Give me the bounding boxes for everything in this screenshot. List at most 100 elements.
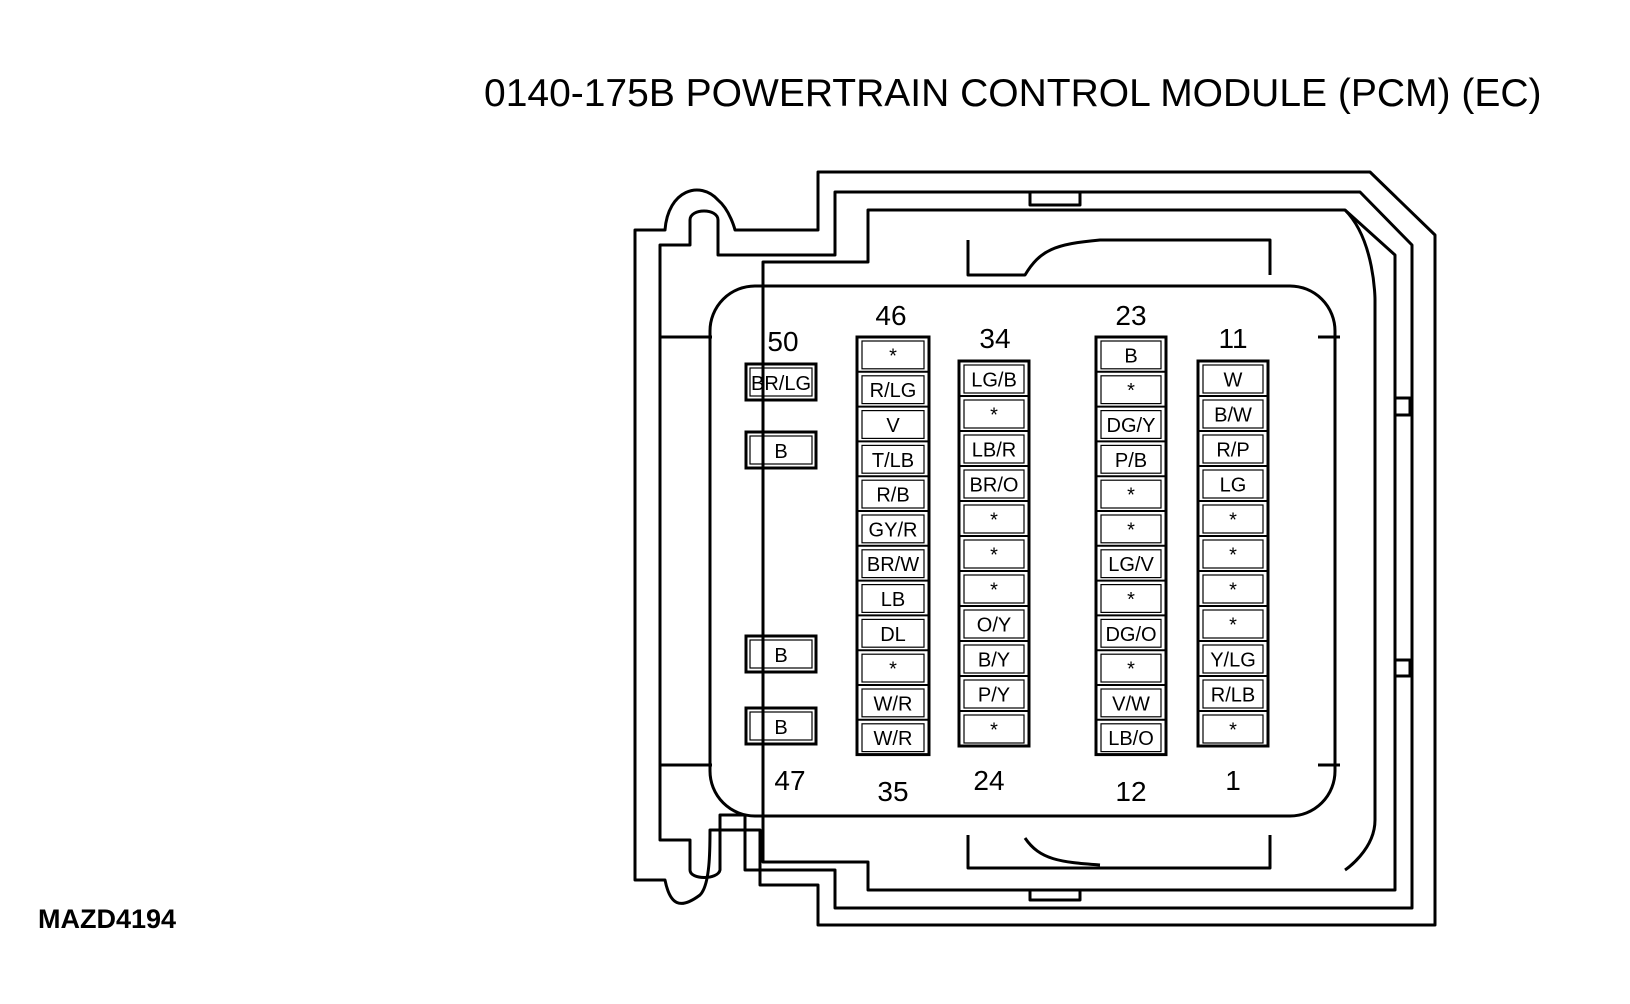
cavity-cell: [861, 583, 925, 613]
wire-color-label: V/W: [1112, 693, 1150, 715]
cavity-cell: [963, 539, 1025, 569]
cavity-number-top: 46: [875, 300, 906, 331]
wire-color-label: B: [774, 717, 787, 739]
wire-color-label: *: [990, 720, 998, 742]
wire-color-label: T/LB: [872, 450, 914, 472]
wire-color-label: *: [990, 545, 998, 567]
wire-color-label: LG: [1220, 475, 1247, 497]
cavity-cell: [963, 679, 1025, 709]
cavity-cell: [1100, 514, 1162, 544]
pin-column-col5: WB/WR/PLG****Y/LGR/LB*: [1196, 359, 1270, 748]
cavity-cell: [1202, 539, 1264, 569]
wire-color-label: LB/R: [972, 440, 1016, 462]
cavity-cell: [1100, 410, 1162, 440]
cavity-cell: [861, 340, 925, 370]
wire-color-label: B: [1124, 345, 1137, 367]
wire-color-label: *: [1127, 659, 1135, 681]
large-terminal: [744, 634, 818, 674]
cavity-cell: [963, 609, 1025, 639]
cavity-cell: [1100, 583, 1162, 613]
wire-color-label: LB/O: [1108, 728, 1154, 750]
cavity-cell: [861, 444, 925, 474]
cavity-cell: [1100, 723, 1162, 753]
wire-color-label: *: [990, 580, 998, 602]
wire-color-label: P/B: [1115, 450, 1147, 472]
wire-color-label: LB: [881, 589, 905, 611]
cavity-number-top: 50: [767, 326, 798, 357]
wire-color-label: *: [1229, 510, 1237, 532]
diagram-title: 0140-175B POWERTRAIN CONTROL MODULE (PCM…: [484, 72, 1542, 115]
cavity-cell: [1100, 618, 1162, 648]
cavity-number-bottom: 35: [877, 776, 908, 807]
cavity-number-top: 23: [1115, 300, 1146, 331]
wire-color-label: R/P: [1216, 440, 1249, 462]
cavity-cell: [861, 549, 925, 579]
wire-color-label: *: [1127, 589, 1135, 611]
large-terminal: [744, 362, 818, 402]
cavity-cell: [1100, 375, 1162, 405]
wire-color-label: *: [990, 510, 998, 532]
pin-column-col3: LG/B*LB/RBR/O***O/YB/YP/Y*: [957, 359, 1031, 748]
cavity-cell: [963, 469, 1025, 499]
wire-color-label: BR/W: [867, 554, 919, 576]
connector-housing: [633, 170, 1437, 927]
cavity-cell: [861, 653, 925, 683]
wire-color-label: R/B: [876, 485, 909, 507]
cavity-number-bottom: 12: [1115, 776, 1146, 807]
cavity-cell: [861, 723, 925, 753]
cavity-cell: [963, 364, 1025, 394]
wire-color-label: P/Y: [978, 685, 1010, 707]
wire-color-label: W/R: [874, 693, 913, 715]
cavity-cell: [1202, 679, 1264, 709]
wire-color-label: DG/Y: [1107, 415, 1156, 437]
cavity-number-top: 11: [1218, 323, 1247, 354]
large-terminal-inner: [749, 711, 813, 741]
wire-color-label: R/LB: [1211, 685, 1255, 707]
large-terminal-inner: [749, 367, 813, 397]
pin-columns: *R/LGVT/LBR/BGY/RBR/WLBDL*W/RW/RLG/B*LB/…: [744, 335, 1270, 757]
wire-color-label: *: [1229, 720, 1237, 742]
column-outline: [1196, 359, 1270, 748]
cavity-number-bottom: 24: [973, 765, 1004, 796]
cavity-cell: [963, 399, 1025, 429]
cavity-cell: [1202, 504, 1264, 534]
cavity-cell: [1100, 653, 1162, 683]
large-terminal-inner: [749, 435, 813, 465]
cavity-cell: [861, 688, 925, 718]
cavity-cell: [1202, 644, 1264, 674]
cavity-cell: [963, 574, 1025, 604]
cavity-cell: [1202, 434, 1264, 464]
wire-color-label: *: [1229, 545, 1237, 567]
wire-color-label: V: [886, 415, 900, 437]
wire-color-label: DG/O: [1105, 624, 1156, 646]
wire-color-label: GY/R: [869, 519, 918, 541]
wire-color-label: W/R: [874, 728, 913, 750]
column-outline: [957, 359, 1031, 748]
cavity-cell: [1100, 340, 1162, 370]
pin-column-col4: B*DG/YP/B**LG/V*DG/O*V/WLB/O: [1094, 335, 1168, 757]
wire-color-label: B/Y: [978, 650, 1010, 672]
cavity-cell: [963, 644, 1025, 674]
cavity-number-bottom: 47: [774, 765, 805, 796]
cavity-cell: [1202, 714, 1264, 744]
wire-color-label: *: [1127, 519, 1135, 541]
wire-color-label: *: [1127, 380, 1135, 402]
cavity-cell: [1202, 574, 1264, 604]
cavity-cell: [861, 479, 925, 509]
cavity-cell: [1100, 444, 1162, 474]
cavity-cell: [1100, 479, 1162, 509]
wire-color-label: DL: [880, 624, 906, 646]
wire-color-label: *: [1127, 485, 1135, 507]
cavity-cell: [1202, 364, 1264, 394]
wire-color-label: Y/LG: [1210, 650, 1256, 672]
wire-color-label: R/LG: [870, 380, 917, 402]
figure-id: MAZD4194: [38, 904, 177, 934]
cavity-cell: [1202, 609, 1264, 639]
cavity-cell: [963, 714, 1025, 744]
wire-color-label: W: [1224, 370, 1243, 392]
cavity-number-top: 34: [979, 323, 1010, 354]
